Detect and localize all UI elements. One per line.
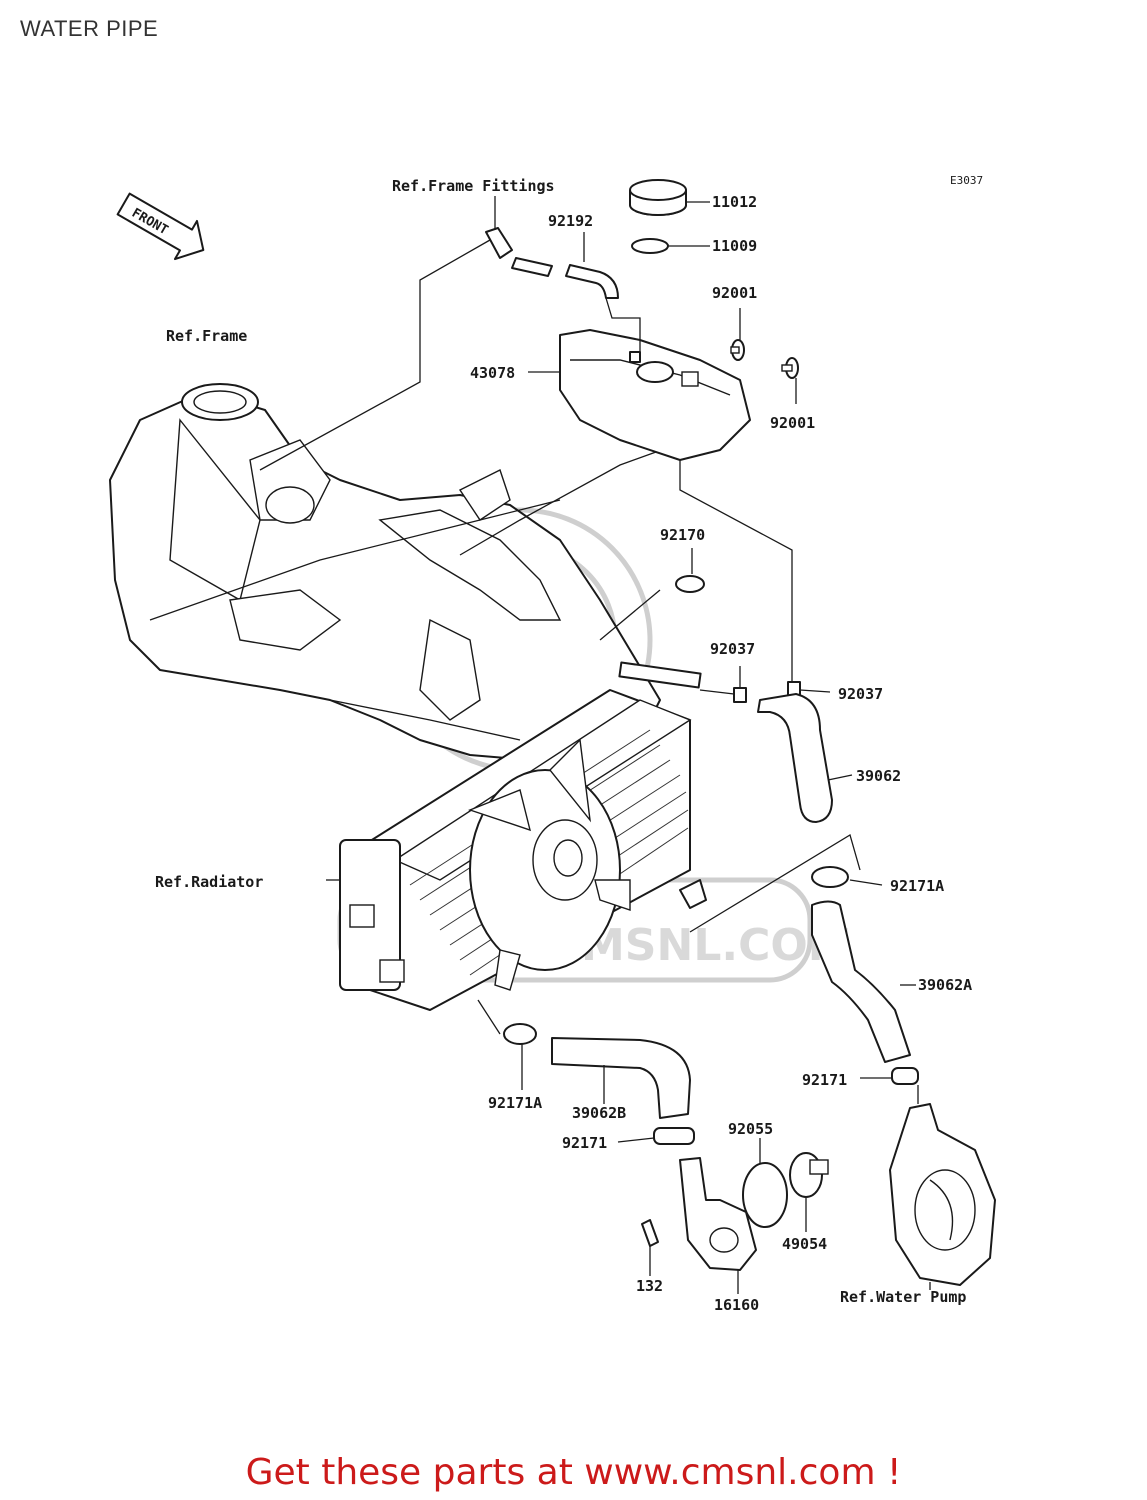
label-92001-a: 92001: [712, 284, 757, 302]
clamp-92037-a: [733, 687, 747, 703]
hose-39062: [757, 693, 833, 823]
frame-fitting-clip: [485, 227, 513, 259]
clamp-92171-right: [891, 1067, 919, 1085]
gasket-11009: [631, 238, 669, 254]
label-11009: 11009: [712, 237, 757, 255]
clamp-92171A-left: [503, 1023, 537, 1045]
label-39062A: 39062A: [918, 976, 972, 994]
hose-39062A: [811, 900, 911, 1063]
thermostat-49054: [789, 1152, 829, 1198]
label-92171A-left: 92171A: [488, 1094, 542, 1112]
part-labels: Ref.Frame Fittings Ref.Frame Ref.Radiato…: [155, 177, 972, 1314]
clamp-92171A-right: [811, 866, 849, 888]
label-ref-radiator: Ref.Radiator: [155, 873, 263, 891]
thermostat-housing-16160: [679, 1157, 757, 1271]
label-49054: 49054: [782, 1235, 827, 1253]
label-92171-left: 92171: [562, 1134, 607, 1152]
label-92055: 92055: [728, 1120, 773, 1138]
label-39062: 39062: [856, 767, 901, 785]
label-92192: 92192: [548, 212, 593, 230]
label-ref-frame: Ref.Frame: [166, 327, 247, 345]
footer-link[interactable]: Get these parts at www.cmsnl.com !: [245, 1452, 902, 1493]
leader-lines: [259, 196, 931, 1294]
label-92171-right: 92171: [802, 1071, 847, 1089]
label-92037-b: 92037: [838, 685, 883, 703]
o-ring-92055: [742, 1162, 788, 1228]
frame-drawing: [109, 383, 661, 761]
front-arrow-icon: FRONT: [116, 192, 205, 261]
clamp-92170: [675, 575, 705, 593]
clamp-92171-left: [653, 1127, 695, 1145]
reservoir-tank-43078: [559, 329, 751, 461]
label-39062B: 39062B: [572, 1104, 626, 1122]
bolt-92001-a: [730, 339, 745, 361]
bolt-132: [641, 1219, 659, 1247]
diagram-code: E3037: [950, 174, 983, 187]
label-92170: 92170: [660, 526, 705, 544]
label-ref-frame-fittings: Ref.Frame Fittings: [392, 177, 555, 195]
cap-11012: [629, 179, 687, 216]
label-16160: 16160: [714, 1296, 759, 1314]
label-132: 132: [636, 1277, 663, 1295]
label-ref-water-pump: Ref.Water Pump: [840, 1288, 966, 1306]
label-11012: 11012: [712, 193, 757, 211]
label-92037-a: 92037: [710, 640, 755, 658]
water-pump: [889, 1103, 996, 1286]
label-92171A-right: 92171A: [890, 877, 944, 895]
label-92001-b: 92001: [770, 414, 815, 432]
hose-92192: [511, 257, 619, 299]
label-43078: 43078: [470, 364, 515, 382]
page-title: WATER PIPE: [20, 16, 159, 41]
radiator: [339, 661, 707, 1011]
bolt-92001-b: [781, 357, 799, 379]
hose-39062B: [551, 1037, 691, 1119]
